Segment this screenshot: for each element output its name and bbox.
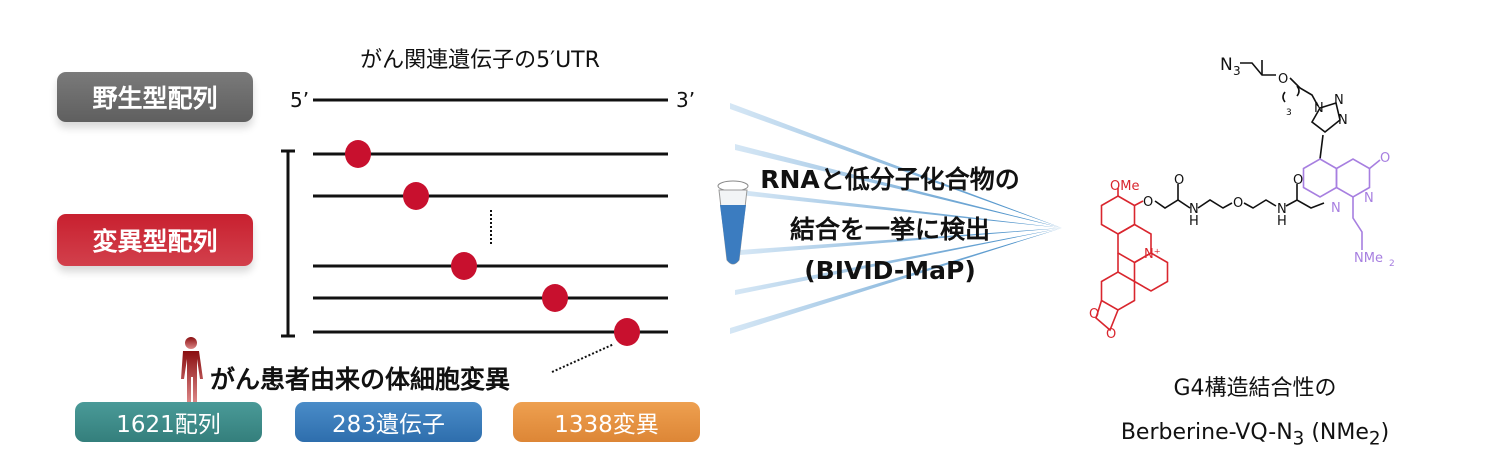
methoxy-label: OMe (1110, 179, 1139, 194)
five-prime-label: 5’ (290, 88, 310, 112)
pyridinium-label: N⁺ (1144, 247, 1161, 262)
svg-text:N: N (1334, 93, 1344, 108)
svg-text:O: O (1143, 195, 1153, 210)
svg-text:N: N (1314, 101, 1324, 116)
svg-text:3: 3 (1233, 64, 1241, 78)
linker (1154, 60, 1341, 209)
person-icon (181, 337, 203, 403)
svg-text:H: H (1189, 214, 1199, 229)
svg-text:N: N (1277, 202, 1287, 217)
svg-text:2: 2 (1389, 259, 1395, 269)
light-rays (730, 103, 1062, 334)
callout-dotted-line (551, 343, 615, 373)
compound-name-sub2: 2 (1368, 428, 1381, 450)
method-line-1: RNAと低分子化合物の (760, 165, 1020, 194)
compound-name-tail: (NMe (1304, 420, 1369, 445)
svg-text:O: O (1233, 196, 1243, 211)
compound-name-main: Berberine-VQ-N (1120, 420, 1293, 445)
svg-text:O: O (1174, 173, 1184, 188)
mutation-count-badge: 1338変異 (513, 402, 700, 442)
azide-label: N (1220, 55, 1233, 75)
mutant-label: 変異型配列 (57, 214, 253, 266)
svg-text:H: H (1277, 214, 1287, 229)
molecule-labels: N 3 O 3 N N N OMe O O N H O N H O O N N … (1089, 55, 1395, 342)
svg-text:O: O (1278, 72, 1288, 87)
berberine-core (1095, 188, 1169, 332)
mutation-dots (345, 140, 640, 346)
mutant-strands (313, 152, 668, 334)
compound-name-sub: 3 (1292, 428, 1305, 450)
bracket (281, 149, 295, 338)
quinazolinone-core (1302, 158, 1381, 250)
svg-text:O: O (1089, 307, 1099, 322)
molecule-structure (1095, 60, 1381, 332)
method-name: (BIVID-MaP) (804, 256, 976, 285)
svg-text:N: N (1338, 113, 1348, 128)
svg-text:N: N (1331, 201, 1341, 216)
svg-text:O: O (1293, 173, 1303, 188)
patient-mutation-label: がん患者由来の体細胞変異 (210, 365, 511, 394)
test-tube-icon (717, 180, 749, 265)
svg-text:3: 3 (1286, 108, 1292, 118)
wild-type-label: 野生型配列 (57, 72, 253, 122)
svg-text:N: N (1189, 202, 1199, 217)
dimethylamino-label: NMe (1354, 251, 1383, 266)
svg-text:O: O (1380, 151, 1390, 166)
three-prime-label: 3’ (676, 88, 696, 112)
svg-text:O: O (1106, 327, 1116, 342)
method-line-2: 結合を一挙に検出 (789, 215, 990, 244)
gene-count-badge: 283遺伝子 (295, 402, 482, 442)
compound-name-end: ) (1380, 420, 1390, 445)
svg-text:N: N (1364, 191, 1374, 206)
sequence-count-badge: 1621配列 (75, 402, 262, 442)
diagram-title: がん関連遺伝子の5′UTR (360, 48, 600, 73)
compound-caption: G4構造結合性の (1173, 376, 1337, 401)
compound-name: Berberine-VQ-N3 (NMe2) (1080, 420, 1430, 449)
